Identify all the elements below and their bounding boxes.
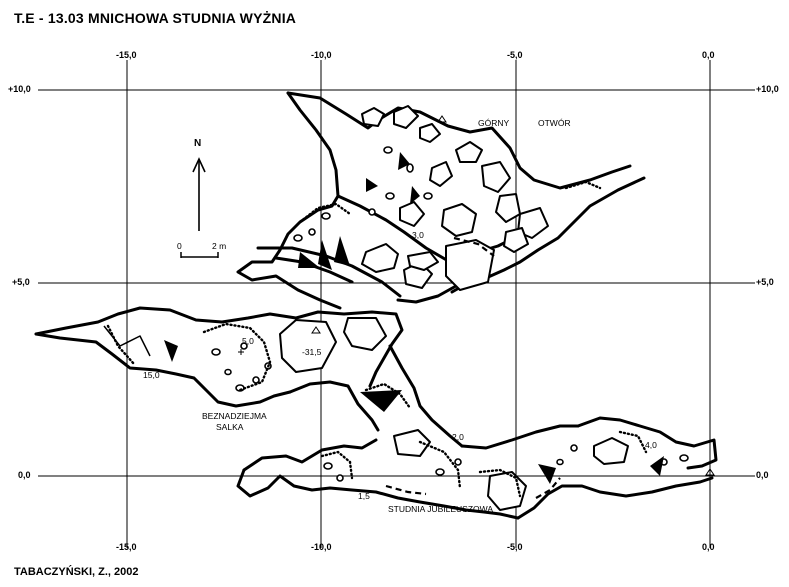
depth-label-1-5: 1,5 xyxy=(358,491,370,501)
depth-label-15-0: 15,0 xyxy=(143,370,160,380)
breakdown-blocks xyxy=(279,105,629,511)
depth-label-minus-31-5: -31,5 xyxy=(302,347,322,357)
grid-label-y-10-right: +10,0 xyxy=(756,84,779,94)
station-triangle-central xyxy=(311,326,321,334)
label-otwor: OTWÓR xyxy=(538,118,571,128)
grid-label-y-10-left: +10,0 xyxy=(8,84,31,94)
station-triangle-east xyxy=(705,468,715,476)
black-wedges xyxy=(164,152,664,484)
lower-passage xyxy=(236,416,718,520)
grid-label-x-minus-15-bottom: -15,0 xyxy=(116,542,137,552)
depth-label-3-0: 3,0 xyxy=(412,230,424,240)
station-triangle-upper xyxy=(437,115,447,123)
grid-label-y-0-left: 0,0 xyxy=(18,470,31,480)
north-arrow xyxy=(192,157,206,231)
grid-label-x-minus-5-bottom: -5,0 xyxy=(507,542,523,552)
ledge-dotted-lines xyxy=(106,180,648,498)
grid-label-y-5-right: +5,0 xyxy=(756,277,774,287)
north-label: N xyxy=(194,138,202,149)
depth-label-4-0: 4,0 xyxy=(645,440,657,450)
depth-label-5-0: 5,0 xyxy=(242,336,254,346)
author-credit: TABACZYŃSKI, Z., 2002 xyxy=(14,566,139,578)
grid-label-x-minus-5-top: -5,0 xyxy=(507,50,523,60)
grid-label-x-minus-10-top: -10,0 xyxy=(311,50,332,60)
rubble-pebbles xyxy=(211,146,689,482)
survey-grid xyxy=(38,60,755,548)
grid-label-y-0-right: 0,0 xyxy=(756,470,769,480)
survey-stations xyxy=(238,115,715,476)
grid-label-x-0-top: 0,0 xyxy=(702,50,715,60)
scale-bar-start-label: 0 xyxy=(177,241,182,251)
west-passage xyxy=(34,306,298,408)
label-studnia-jubileuszowa: STUDNIA JUBILEUSZOWA xyxy=(388,504,494,514)
label-gorny: GÓRNY xyxy=(478,118,510,128)
scale-bar-end-label: 2 m xyxy=(212,241,227,251)
grid-label-x-minus-10-bottom: -10,0 xyxy=(311,542,332,552)
depth-label-2-0: 2,0 xyxy=(452,432,464,442)
grid-label-x-0-bottom: 0,0 xyxy=(702,542,715,552)
dashed-lines xyxy=(385,236,561,499)
map-title: T.E - 13.03 MNICHOWA STUDNIA WYŻNIA xyxy=(14,10,297,26)
label-beznadziejna-line2: SALKA xyxy=(216,422,244,432)
central-chamber xyxy=(288,310,464,448)
upper-chamber xyxy=(236,91,646,310)
grid-label-x-minus-15-top: -15,0 xyxy=(116,50,137,60)
scale-bar-graphic xyxy=(180,252,219,258)
grid-label-y-5-left: +5,0 xyxy=(12,277,30,287)
label-beznadziejna-line1: BEZNADZIEJMA xyxy=(202,411,267,421)
